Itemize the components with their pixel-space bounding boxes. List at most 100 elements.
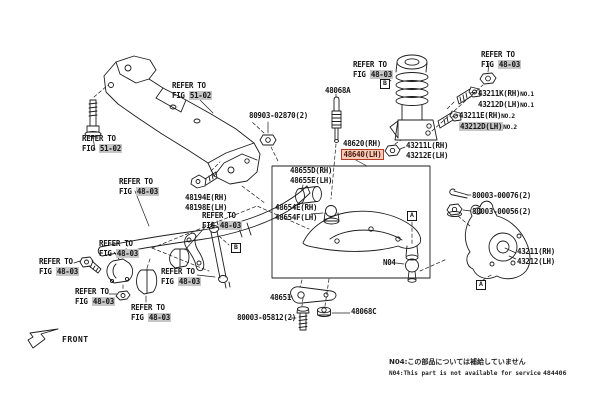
fig-51-02-link[interactable]: 51-02 bbox=[188, 90, 212, 100]
no1-suffix: NO.1 bbox=[520, 101, 534, 109]
part-label-43212d-no1: 43212D(LH)NO.1 bbox=[478, 99, 534, 109]
refer-to-text: REFER TO bbox=[161, 267, 195, 276]
fig-48-03-link[interactable]: 48-03 bbox=[55, 266, 79, 276]
clamp-bolt-drawing bbox=[79, 256, 102, 274]
part-label-43211l[interactable]: 43211L(RH) bbox=[406, 141, 449, 150]
fig-48-03-link[interactable]: 48-03 bbox=[115, 248, 139, 258]
fig-48-03-link[interactable]: 48-03 bbox=[177, 276, 201, 286]
fig-48-03-link[interactable]: 48-03 bbox=[369, 69, 393, 79]
part-label-48655d[interactable]: 48655D(RH) bbox=[290, 166, 333, 175]
stay-48651-drawing bbox=[290, 286, 337, 304]
refer-label-fig51-02-lower[interactable]: REFER TO FIG 51-02 bbox=[82, 134, 122, 153]
nut-00056-drawing bbox=[446, 203, 463, 217]
bolt-43211k-drawing bbox=[456, 86, 481, 105]
part-label-43211e-pair[interactable]: 43211E(RH)NO.2 43212D(LH)NO.2 bbox=[459, 111, 517, 132]
refer-to-text: REFER TO bbox=[202, 211, 236, 220]
fig-link: FIG 48-03 bbox=[202, 220, 242, 230]
callout-box-b-link: B bbox=[231, 243, 241, 253]
part-label-43211e: 43211E(RH)NO.2 bbox=[459, 111, 515, 120]
bolt-48194e-drawing bbox=[190, 171, 218, 189]
part-label-48068a[interactable]: 48068A bbox=[325, 86, 351, 95]
refer-to-text: REFER TO bbox=[99, 239, 133, 248]
fig-48-03-link[interactable]: 48-03 bbox=[91, 296, 115, 306]
part-label-80003-00056[interactable]: 80003-00056(2) bbox=[472, 207, 532, 216]
part-label-43211k-pair[interactable]: 43211K(RH)NO.1 43212D(LH)NO.1 bbox=[478, 89, 534, 110]
refer-to-text: REFER TO bbox=[172, 81, 206, 90]
stabilizer-link-drawing bbox=[209, 220, 231, 289]
part-label-48198e[interactable]: 48198E(LH) bbox=[185, 202, 228, 212]
stabilizer-end-bracket-drawing bbox=[184, 232, 205, 272]
part-label-48640-selected[interactable]: 48640(LH) bbox=[341, 148, 384, 160]
refer-label-fig48-03-nut[interactable]: REFER TO FIG 48-03 bbox=[75, 287, 115, 306]
nut-80903-drawing bbox=[259, 134, 277, 146]
part-label-48651[interactable]: 48651 bbox=[270, 293, 292, 302]
part-label-48655e[interactable]: 48655E(LH) bbox=[290, 175, 333, 185]
part-48068a-drawing bbox=[331, 96, 342, 143]
control-arm-box-frame bbox=[271, 165, 431, 279]
footnote-english: N04:This part is not available for servi… bbox=[389, 370, 541, 377]
part-label-43211l-pair[interactable]: 43211L(RH) 43212E(LH) bbox=[406, 141, 448, 160]
fig-link: FIG 48-03 bbox=[39, 266, 79, 276]
part-label-48194e-pair[interactable]: 48194E(RH) 48198E(LH) bbox=[185, 193, 227, 212]
callout-box-a-arm: A bbox=[407, 211, 417, 221]
front-arrow bbox=[27, 328, 59, 349]
stabilizer-clamp-drawing bbox=[106, 258, 134, 284]
fig-link: FIG 48-03 bbox=[161, 276, 201, 286]
part-label-43212e[interactable]: 43212E(LH) bbox=[406, 150, 449, 160]
part-label-80003-05812[interactable]: 80003-05812(2) bbox=[237, 313, 297, 322]
refer-label-fig48-03-bushing[interactable]: REFER TO FIG 48-03 bbox=[202, 211, 242, 230]
part-label-48068c[interactable]: 48068C bbox=[351, 307, 377, 316]
part-label-arm-pair[interactable]: 48620(RH) 48640(LH) bbox=[341, 139, 384, 160]
part-label-43212d-no2: 43212D(LH)NO.2 bbox=[459, 121, 517, 131]
fig-48-03-link[interactable]: 48-03 bbox=[135, 186, 159, 196]
part-label-48654e[interactable]: 48654E(RH) bbox=[275, 203, 318, 212]
refer-to-text: REFER TO bbox=[39, 257, 73, 266]
refer-label-fig48-03-bushing2[interactable]: REFER TO FIG 48-03 bbox=[131, 303, 171, 322]
part-label-48654-pair[interactable]: 48654E(RH) 48654F(LH) bbox=[275, 203, 317, 222]
nut-43211l-drawing bbox=[384, 144, 401, 157]
refer-to-text: REFER TO bbox=[75, 287, 109, 296]
refer-to-text: REFER TO bbox=[82, 134, 116, 143]
bolt-43211e-drawing bbox=[437, 110, 462, 129]
fig-48-03-link[interactable]: 48-03 bbox=[497, 59, 521, 69]
callout-box-b-strut: B bbox=[380, 79, 390, 89]
fig-link: FIG 51-02 bbox=[82, 143, 122, 153]
part-label-knuckle-pair[interactable]: 43211(RH) 43212(LH) bbox=[517, 247, 555, 266]
stabilizer-bushing-drawing bbox=[169, 248, 190, 269]
refer-label-fig48-03-strut[interactable]: REFER TO FIG 48-03 bbox=[353, 60, 393, 79]
part-label-48194e[interactable]: 48194E(RH) bbox=[185, 193, 228, 202]
part-label-80903-02870[interactable]: 80903-02870(2) bbox=[249, 111, 309, 120]
fig-link: FIG 48-03 bbox=[119, 186, 159, 196]
refer-label-fig48-03-bar[interactable]: REFER TO FIG 48-03 bbox=[119, 177, 159, 196]
refer-label-fig48-03-bolt[interactable]: REFER TO FIG 48-03 bbox=[39, 257, 79, 276]
fig-51-02-link[interactable]: 51-02 bbox=[98, 143, 122, 153]
refer-label-fig48-03-topright[interactable]: REFER TO FIG 48-03 bbox=[481, 50, 521, 69]
no2-suffix: NO.2 bbox=[501, 113, 515, 120]
part-label-48620[interactable]: 48620(RH) bbox=[343, 139, 381, 148]
fig-48-03-link[interactable]: 48-03 bbox=[218, 220, 242, 230]
part-label-48655-pair[interactable]: 48655D(RH) 48655E(LH) bbox=[290, 166, 332, 185]
refer-label-fig48-03-clamp[interactable]: REFER TO FIG 48-03 bbox=[99, 239, 139, 258]
crossmember-drawing bbox=[103, 55, 261, 185]
fig-48-03-link[interactable]: 48-03 bbox=[147, 312, 171, 322]
knuckle-drawing bbox=[464, 200, 531, 280]
no1-suffix: NO.1 bbox=[520, 91, 534, 98]
refer-to-text: REFER TO bbox=[353, 60, 387, 69]
part-label-48654f[interactable]: 48654F(LH) bbox=[275, 212, 318, 222]
control-arm-drawing bbox=[295, 186, 422, 283]
cotter-pin-drawing bbox=[449, 188, 469, 199]
refer-to-text: REFER TO bbox=[131, 303, 165, 312]
part-label-43211[interactable]: 43211(RH) bbox=[517, 247, 555, 256]
refer-label-fig51-02-upper[interactable]: REFER TO FIG 51-02 bbox=[172, 81, 212, 100]
part-label-80003-00076[interactable]: 80003-00076(2) bbox=[472, 191, 532, 200]
nut-48068c-drawing bbox=[317, 306, 331, 317]
fig-link: FIG 48-03 bbox=[75, 296, 115, 306]
fig-link: FIG 48-03 bbox=[353, 69, 393, 79]
fig-link: FIG 48-03 bbox=[99, 248, 139, 258]
refer-label-fig48-03-link[interactable]: REFER TO FIG 48-03 bbox=[161, 267, 201, 286]
crossmember-bolt-drawing bbox=[84, 99, 102, 137]
part-label-43212[interactable]: 43212(LH) bbox=[517, 256, 555, 266]
callout-n04: N04 bbox=[383, 258, 396, 267]
bushing-drawing-2 bbox=[136, 268, 158, 295]
